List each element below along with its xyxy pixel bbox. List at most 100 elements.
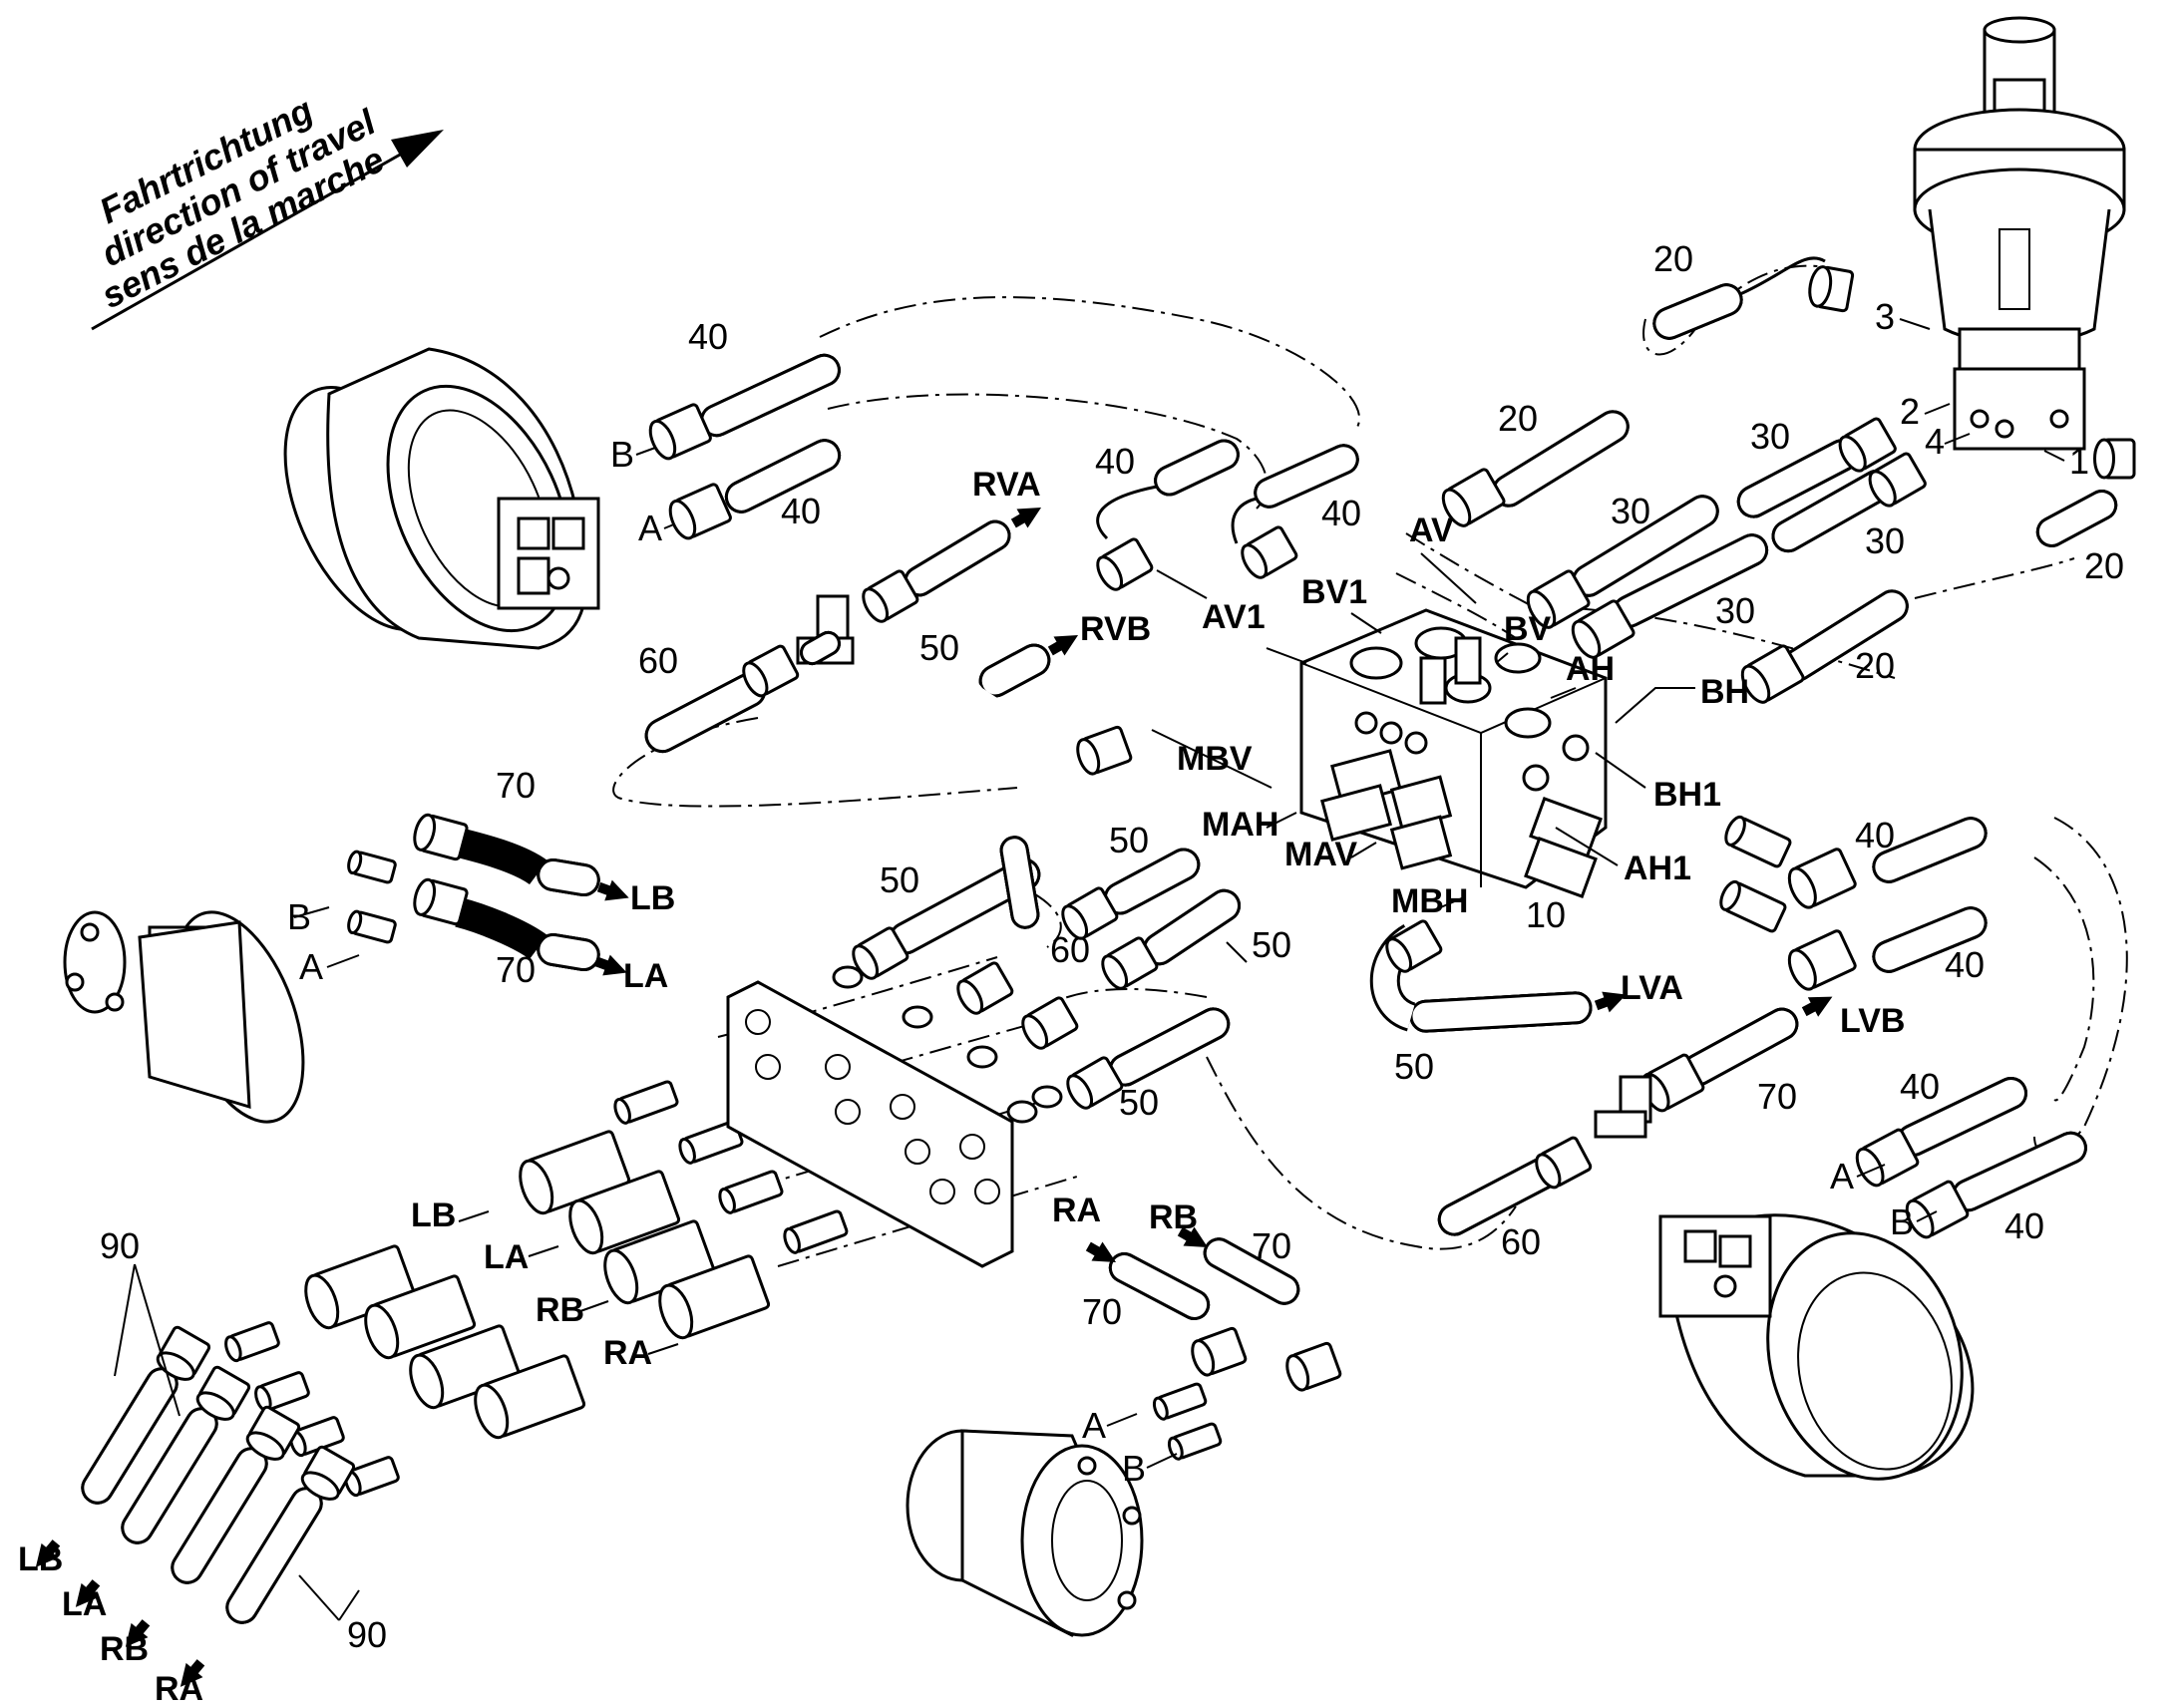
- fitting-face: [1740, 664, 1771, 704]
- port-label: MAH: [1202, 806, 1278, 844]
- hose: [225, 1487, 323, 1624]
- hose-braid: [700, 353, 841, 438]
- fitting-face: [568, 1198, 604, 1255]
- part-number: 20: [1855, 645, 1895, 686]
- hose-fitting: [1191, 1326, 1248, 1377]
- part-number: 50: [1109, 820, 1149, 860]
- hose-fitting: [347, 850, 397, 884]
- hose: [537, 857, 600, 897]
- fitting-face: [1571, 619, 1602, 659]
- hose: [1492, 410, 1630, 508]
- hose: [1681, 1007, 1799, 1087]
- hose-fitting: [474, 1354, 586, 1440]
- hose-fitting: [1385, 919, 1443, 973]
- flow-arrow-tail: [1085, 1241, 1102, 1257]
- fitting-face: [718, 1187, 736, 1214]
- fitting-face: [1838, 435, 1867, 473]
- fitting-face: [783, 1226, 801, 1254]
- hose-bend-outer: [455, 828, 547, 885]
- hose-fitting: [568, 1170, 681, 1255]
- hose-fitting: [1096, 537, 1154, 591]
- hose: [700, 353, 841, 438]
- hose-fitting: [613, 1080, 679, 1125]
- hose-fitting: [1740, 644, 1805, 704]
- part-number: 70: [1082, 1291, 1122, 1332]
- hose-fitting: [648, 403, 712, 461]
- hose-bend: [1739, 256, 1826, 296]
- fitting-face: [1021, 1014, 1049, 1050]
- hose: [81, 1367, 179, 1505]
- hose-fitting: [1066, 1056, 1124, 1110]
- hose-fitting: [347, 909, 397, 944]
- flow-arrow: [75, 1582, 99, 1607]
- hose-fitting: [1021, 996, 1079, 1050]
- part-number: 60: [638, 640, 678, 681]
- part-number: 50: [919, 627, 959, 668]
- fitting-face: [852, 944, 880, 980]
- fitting-face: [474, 1383, 510, 1440]
- port-label: BV: [1504, 610, 1552, 648]
- flow-arrow: [1807, 996, 1833, 1017]
- flow-arrow-tail: [134, 1619, 151, 1635]
- flow-arrow: [1091, 1241, 1117, 1262]
- fitting-face: [1535, 1153, 1562, 1190]
- port-label: RVA: [972, 466, 1041, 504]
- fitting-face: [862, 587, 890, 623]
- hose-fitting: [1787, 929, 1857, 991]
- fitting-face: [224, 1335, 242, 1363]
- travel-motor-mid-left: [63, 910, 305, 1124]
- fitting-face: [1066, 1074, 1094, 1110]
- hose-fitting: [413, 877, 469, 926]
- part-number: 20: [2084, 545, 2124, 586]
- fitting-face: [1096, 555, 1124, 591]
- hose: [1572, 495, 1719, 597]
- port-label: B: [1890, 1201, 1914, 1242]
- part-number: 40: [2004, 1205, 2044, 1246]
- hose: [978, 643, 1051, 698]
- part-number: 10: [1526, 894, 1566, 935]
- fitting-face: [304, 1273, 340, 1330]
- port-number: 3: [1875, 296, 1895, 337]
- port-label: LB: [411, 1196, 456, 1234]
- hose-fitting: [289, 1416, 345, 1458]
- hose-fitting: [783, 1209, 849, 1254]
- part-number: 60: [1050, 929, 1090, 970]
- hose: [724, 439, 842, 513]
- hose: [1409, 991, 1593, 1033]
- hose-fitting: [678, 1120, 744, 1165]
- fitting-face: [1061, 904, 1089, 940]
- hose: [2035, 490, 2118, 547]
- direction-of-travel: Fahrtrichtung direction of travel sens d…: [91, 89, 444, 331]
- flow-arrow: [1602, 991, 1627, 1013]
- port-label: RA: [155, 1670, 203, 1708]
- travel-motor-bottom-right: [1658, 1213, 1975, 1481]
- hose-braid: [999, 836, 1040, 929]
- part-number: 90: [100, 1225, 140, 1266]
- flow-arrow-tail: [1010, 512, 1027, 528]
- fitting-face: [1526, 589, 1557, 629]
- port-label: A: [299, 946, 323, 987]
- fitting-face: [1787, 948, 1817, 991]
- nut: [832, 965, 864, 989]
- hose-fitting: [1719, 879, 1787, 933]
- part-number: 20: [1653, 238, 1693, 279]
- part-number: 40: [1900, 1066, 1940, 1107]
- part-number: 20: [1498, 398, 1538, 439]
- port-label: A: [1082, 1405, 1106, 1446]
- flow-arrow: [602, 954, 627, 976]
- part-number: 40: [688, 316, 728, 357]
- part-number: 50: [1394, 1046, 1434, 1087]
- fitting-face: [1076, 738, 1101, 776]
- travel-motor-top-left: [283, 347, 600, 650]
- fitting-face: [1441, 488, 1472, 527]
- hose-braid: [1952, 1131, 2087, 1212]
- port-label: RA: [1052, 1192, 1101, 1229]
- hose-fitting: [1285, 1341, 1342, 1392]
- hose-fitting: [852, 926, 909, 980]
- hose: [1108, 1007, 1231, 1087]
- port-label: RB: [100, 1630, 149, 1668]
- flow-arrow: [180, 1662, 203, 1687]
- fitting-face: [658, 1283, 694, 1340]
- fitting-face: [1167, 1436, 1184, 1461]
- port-labels: RVA RVB AV1 BV1 AV BV AH BH MBV MAH MAV …: [18, 466, 1905, 1708]
